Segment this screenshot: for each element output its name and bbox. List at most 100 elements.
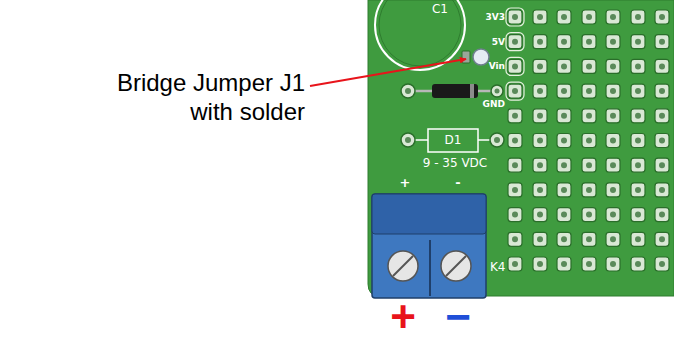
leader-arrow xyxy=(310,59,466,86)
pcb-pad xyxy=(508,257,522,271)
pad-copper xyxy=(533,134,547,148)
pad-copper xyxy=(606,10,620,24)
pad-hole xyxy=(405,88,411,94)
pad-copper xyxy=(582,257,596,271)
pad-copper xyxy=(631,134,645,148)
pad-hole xyxy=(586,212,592,218)
pad-copper xyxy=(508,35,522,49)
pcb-pad xyxy=(557,257,571,271)
pad-hole xyxy=(586,14,592,20)
jumper-solder xyxy=(473,49,489,65)
pad-copper xyxy=(508,257,522,271)
pad-copper xyxy=(557,84,571,98)
pad-hole xyxy=(586,187,592,193)
pcb-pad xyxy=(655,232,669,246)
pad-copper xyxy=(631,35,645,49)
pad-hole xyxy=(586,88,592,94)
pad-hole xyxy=(635,187,641,193)
capacitor-outline xyxy=(375,0,465,70)
pcb-pad xyxy=(631,134,645,148)
pcb-pad xyxy=(606,208,620,222)
pad-copper xyxy=(631,232,645,246)
pad-hole xyxy=(659,88,665,94)
pad-copper xyxy=(606,208,620,222)
pad-hole xyxy=(586,261,592,267)
pad-copper xyxy=(582,134,596,148)
pcb-pad xyxy=(508,158,522,172)
pcb-pad xyxy=(606,84,620,98)
pcb-pad xyxy=(655,158,669,172)
diode-pad xyxy=(401,84,415,98)
pcb-pad xyxy=(655,183,669,197)
pcb-pad xyxy=(533,232,547,246)
terminal-screw xyxy=(388,251,418,281)
pcb-pad xyxy=(631,232,645,246)
pad-hole xyxy=(537,162,543,168)
pad-hole xyxy=(586,63,592,69)
pin-name: Vin xyxy=(489,61,505,71)
header-outline xyxy=(506,57,524,75)
pad-copper xyxy=(533,158,547,172)
pad-hole xyxy=(512,138,518,144)
pad-hole xyxy=(610,212,616,218)
pcb-pad xyxy=(582,208,596,222)
pad-hole xyxy=(635,63,641,69)
pad-hole xyxy=(659,63,665,69)
pad-copper xyxy=(582,109,596,123)
pcb-pad xyxy=(606,183,620,197)
pad-hole xyxy=(537,187,543,193)
pcb-pad xyxy=(606,109,620,123)
pad-copper xyxy=(557,109,571,123)
pad-hole xyxy=(586,113,592,119)
pcb-pad xyxy=(557,35,571,49)
pad-copper xyxy=(582,183,596,197)
pad-hole xyxy=(635,261,641,267)
pad-copper xyxy=(655,257,669,271)
pad-copper xyxy=(533,84,547,98)
pad-hole xyxy=(561,14,567,20)
pcb-pad xyxy=(606,158,620,172)
pad-copper xyxy=(508,10,522,24)
pad-copper xyxy=(655,183,669,197)
diode-silkscreen xyxy=(428,129,478,152)
pcb-pad xyxy=(533,257,547,271)
pad-hole xyxy=(512,14,518,20)
pad-copper xyxy=(582,84,596,98)
pcb-pad xyxy=(582,59,596,73)
pad-hole xyxy=(610,39,616,45)
pad-copper xyxy=(631,10,645,24)
pad-copper xyxy=(533,10,547,24)
pad-hole xyxy=(659,162,665,168)
pad-hole xyxy=(635,236,641,242)
pad-hole xyxy=(635,14,641,20)
pad-copper xyxy=(557,208,571,222)
pad-hole xyxy=(561,113,567,119)
pad-hole xyxy=(610,162,616,168)
pcb-pad xyxy=(508,109,522,123)
pad-copper xyxy=(631,158,645,172)
voltage-range: 9 - 35 VDC xyxy=(423,157,488,170)
polarity-plus: + xyxy=(390,297,416,337)
pcb-pad xyxy=(631,183,645,197)
pad-copper xyxy=(557,35,571,49)
capacitor-outline xyxy=(379,0,461,66)
pcb-pad xyxy=(508,232,522,246)
pad-copper xyxy=(557,59,571,73)
pcb-pad xyxy=(655,208,669,222)
pad-copper xyxy=(606,158,620,172)
pcb-pad xyxy=(533,59,547,73)
pcb-pad xyxy=(582,134,596,148)
pcb-pad xyxy=(506,33,524,51)
pcb-pad xyxy=(582,35,596,49)
pad-hole xyxy=(610,236,616,242)
pcb-pad xyxy=(557,232,571,246)
pin-name: GND xyxy=(483,99,505,109)
pcb-pad xyxy=(508,183,522,197)
pad-hole xyxy=(659,236,665,242)
pad-hole xyxy=(512,236,518,242)
pcb-pad xyxy=(557,84,571,98)
polarity-minus: − xyxy=(445,297,471,337)
pcb-pad xyxy=(533,35,547,49)
pcb-pad xyxy=(557,208,571,222)
